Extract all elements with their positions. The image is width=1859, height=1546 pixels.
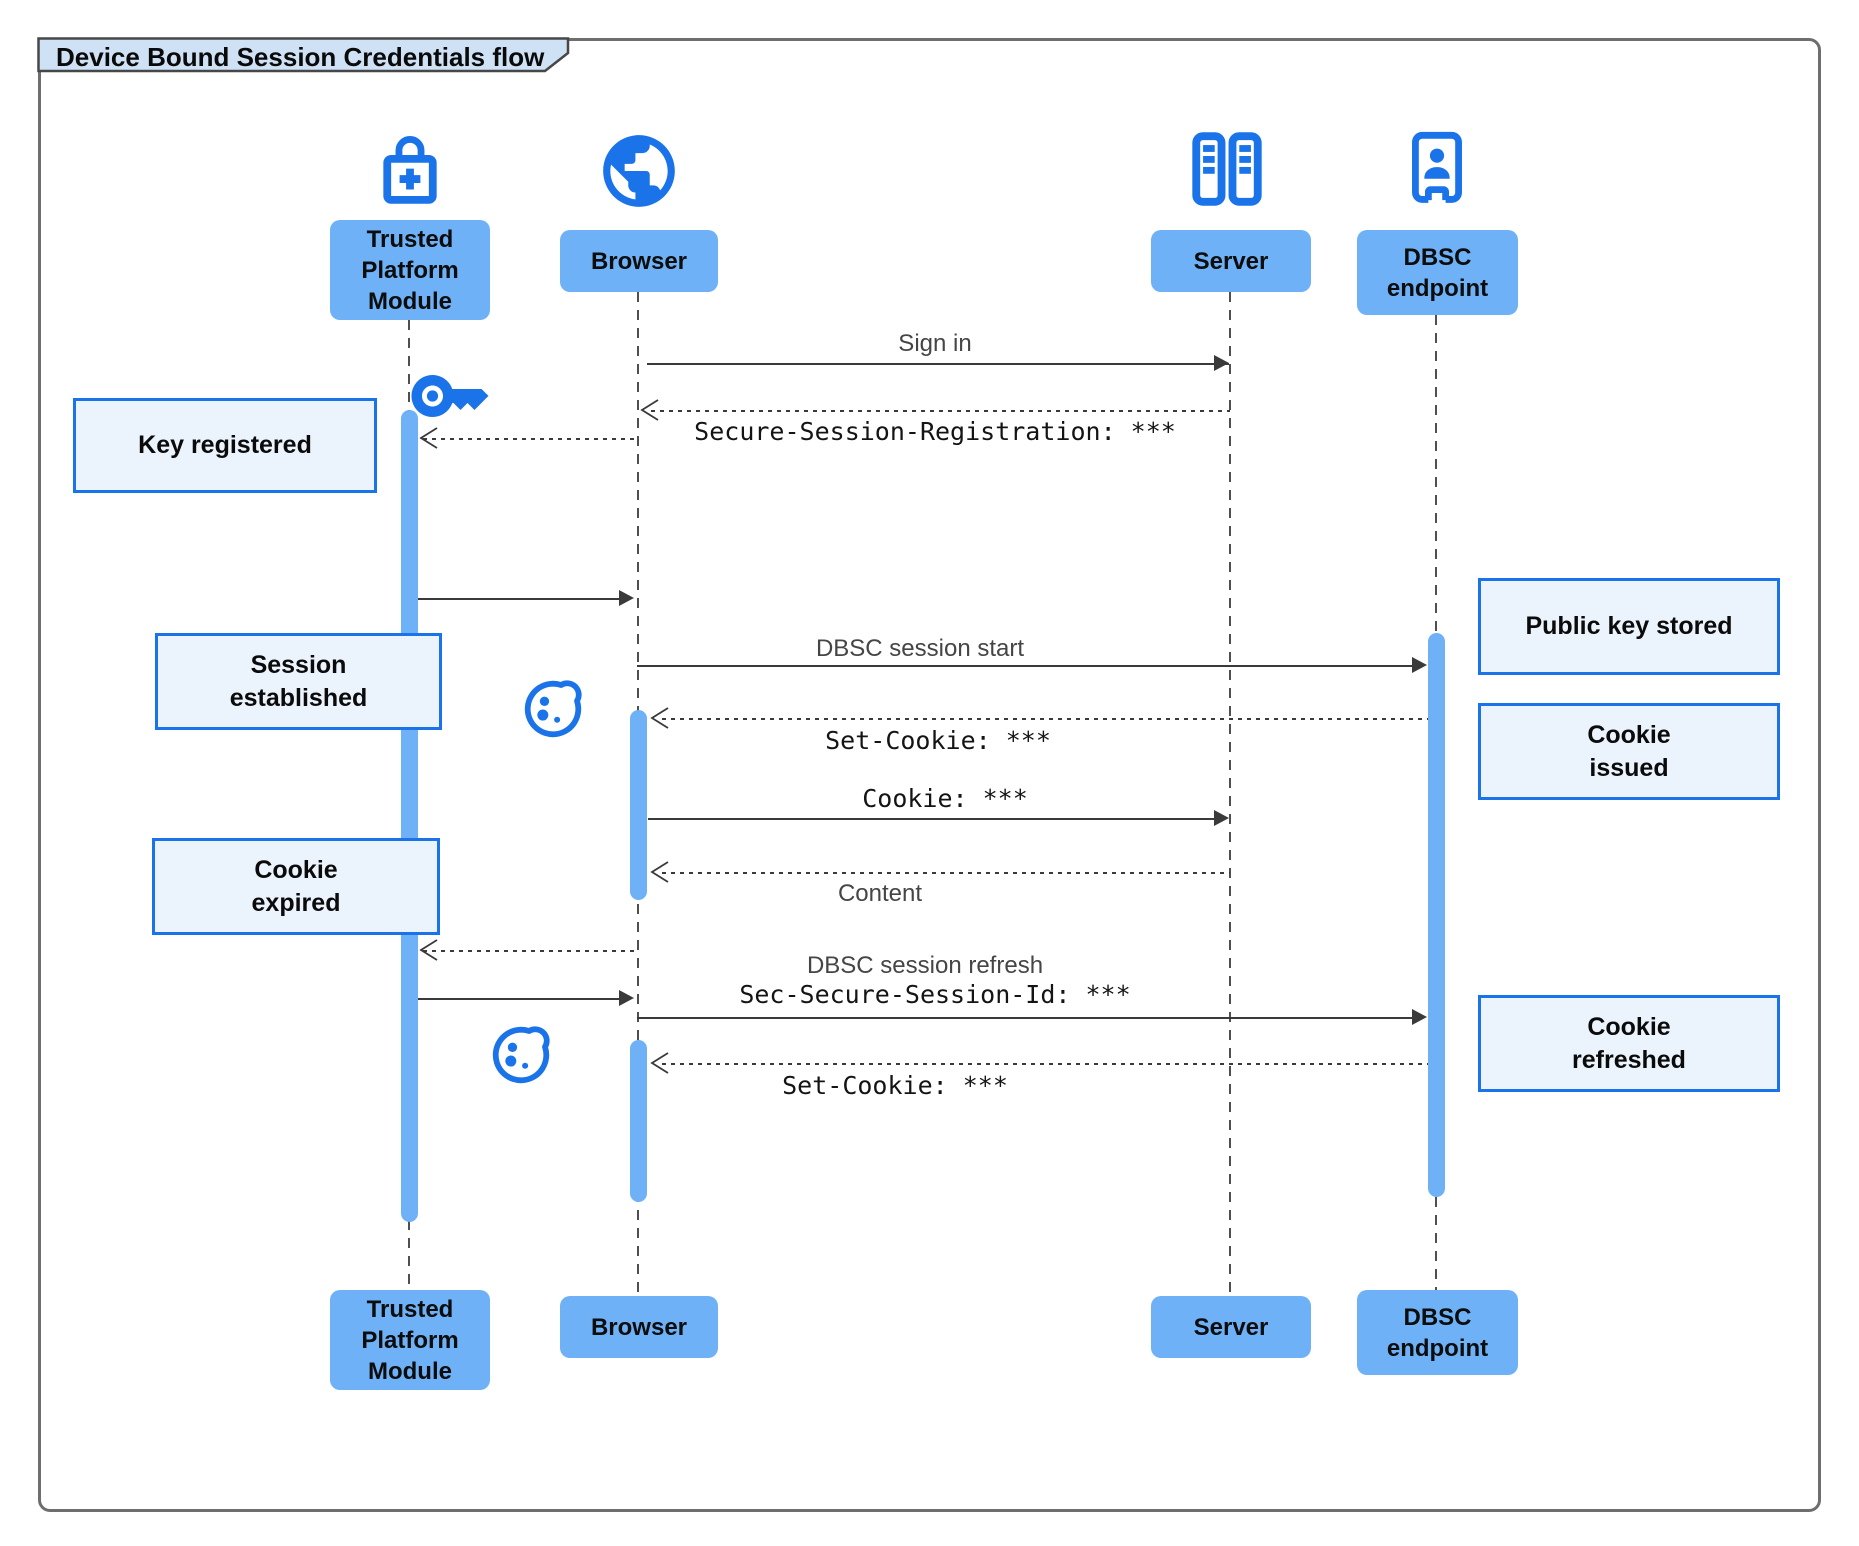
arrowhead-icon [619, 590, 634, 606]
message-line [423, 950, 637, 952]
message-line [423, 438, 637, 440]
message-line [662, 718, 1428, 720]
message-label: DBSC session start [815, 635, 1025, 662]
message-line [418, 598, 620, 600]
actor-server-bottom: Server [1151, 1296, 1311, 1358]
message-line [418, 998, 620, 1000]
message-label: Sec-Secure-Session-Id: *** [739, 980, 1131, 1009]
actor-tpm-bottom: Trusted Platform Module [330, 1290, 490, 1390]
message-line [637, 1017, 1413, 1019]
cookie-icon [488, 1022, 554, 1088]
message-label: Cookie: *** [862, 784, 1028, 813]
diagram-title: Device Bound Session Credentials flow [56, 42, 545, 72]
note-public-key-stored: Public key stored [1478, 578, 1780, 675]
activation-browser-1 [630, 710, 647, 900]
message-label: DBSC session refresh [806, 952, 1044, 979]
message-label: Secure-Session-Registration: *** [694, 417, 1176, 446]
badge-door-icon [1400, 122, 1474, 214]
message-label: Content [837, 880, 923, 907]
diagram-border [38, 38, 1821, 1512]
globe-icon [596, 128, 682, 214]
arrowhead-icon [650, 861, 669, 883]
arrowhead-icon [1412, 1009, 1427, 1025]
arrowhead-icon [419, 427, 438, 449]
lifeline-server [1229, 292, 1231, 1296]
actor-browser-top: Browser [560, 230, 718, 292]
arrowhead-icon [640, 399, 659, 421]
note-cookie-issued: Cookie issued [1478, 703, 1780, 800]
message-line [648, 818, 1222, 820]
note-key-registered: Key registered [73, 398, 377, 493]
actor-server-top: Server [1151, 230, 1311, 292]
actor-browser-bottom: Browser [560, 1296, 718, 1358]
message-label: Set-Cookie: *** [825, 726, 1051, 755]
lock-plus-icon [371, 122, 449, 214]
arrowhead-icon [1412, 657, 1427, 673]
arrowhead-icon [619, 990, 634, 1006]
arrowhead-icon [650, 707, 669, 729]
activation-browser-2 [630, 1040, 647, 1202]
server-rack-icon [1186, 128, 1268, 210]
activation-dbsc [1428, 633, 1445, 1197]
message-label: Sign in [898, 330, 972, 357]
note-cookie-expired: Cookie expired [152, 838, 440, 935]
arrowhead-icon [650, 1052, 669, 1074]
title-tab [37, 37, 571, 73]
message-line [637, 665, 1413, 667]
actor-dbsc-top: DBSC endpoint [1357, 230, 1518, 315]
arrowhead-icon [1214, 810, 1229, 826]
message-line [651, 410, 1230, 412]
message-line [662, 872, 1230, 874]
arrowhead-icon [1214, 355, 1229, 371]
actor-dbsc-bottom: DBSC endpoint [1357, 1290, 1518, 1375]
note-session-established: Session established [155, 633, 442, 730]
note-cookie-refreshed: Cookie refreshed [1478, 995, 1780, 1092]
key-icon [408, 368, 492, 424]
arrowhead-icon [419, 939, 438, 961]
cookie-icon [520, 676, 586, 742]
activation-tpm [401, 410, 418, 1222]
message-line [647, 363, 1229, 365]
actor-tpm-top: Trusted Platform Module [330, 220, 490, 320]
message-label: Set-Cookie: *** [782, 1071, 1008, 1100]
message-line [662, 1063, 1428, 1065]
